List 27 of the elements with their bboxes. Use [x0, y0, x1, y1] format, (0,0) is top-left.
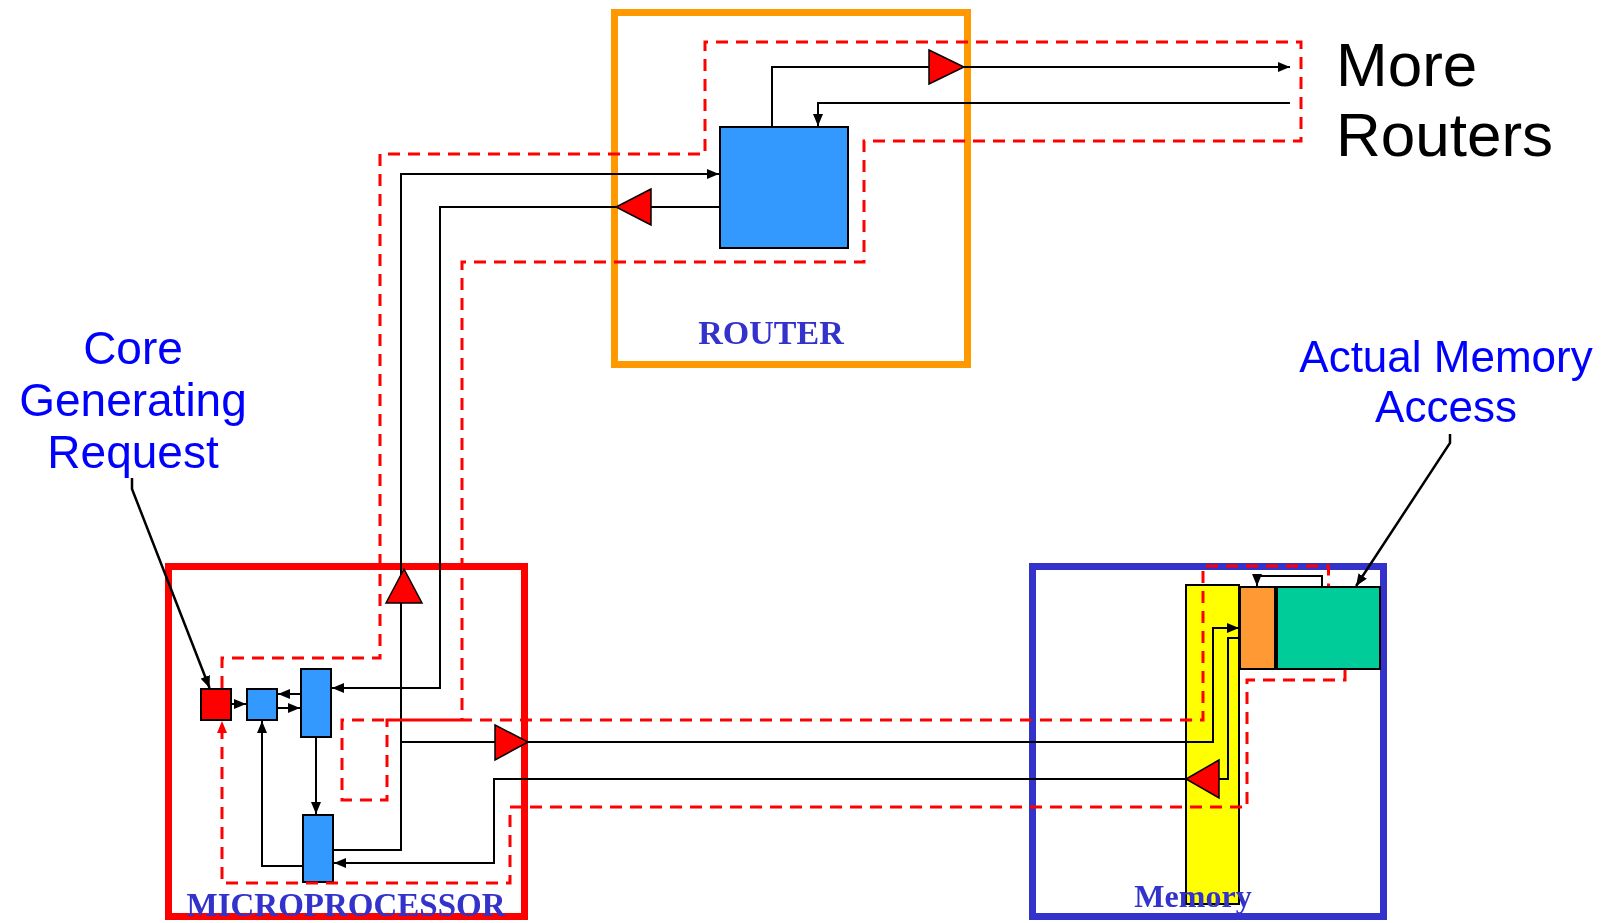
leader-line: [1355, 434, 1452, 587]
arrow: [257, 720, 303, 867]
arrow: [231, 699, 247, 709]
callout-text: Core Generating Request: [6, 322, 260, 478]
memory-bank-block: [1276, 586, 1381, 670]
buffer-block: [246, 688, 278, 721]
route-path: [220, 40, 1330, 802]
router-frame: [611, 9, 971, 368]
callout-text: Actual Memory Access: [1284, 332, 1608, 434]
arrow: [771, 62, 1291, 127]
buffer-block: [302, 814, 334, 883]
microprocessor-frame: [165, 563, 528, 920]
buffer-block: [300, 668, 332, 738]
arrow: [813, 102, 1291, 127]
arrow: [331, 206, 720, 693]
arrow: [277, 689, 301, 699]
arrow: [1252, 574, 1323, 587]
frame-title: ROUTER: [698, 316, 844, 350]
memory-frame: [1029, 563, 1387, 920]
controller-block: [1239, 586, 1276, 670]
route-path: [217, 669, 1347, 885]
switch-block: [719, 126, 849, 249]
leader-line: [130, 478, 211, 689]
core-block: [200, 688, 232, 721]
text-label: More Routers: [1290, 30, 1590, 180]
arrow: [277, 703, 301, 713]
arrow: [311, 737, 321, 815]
